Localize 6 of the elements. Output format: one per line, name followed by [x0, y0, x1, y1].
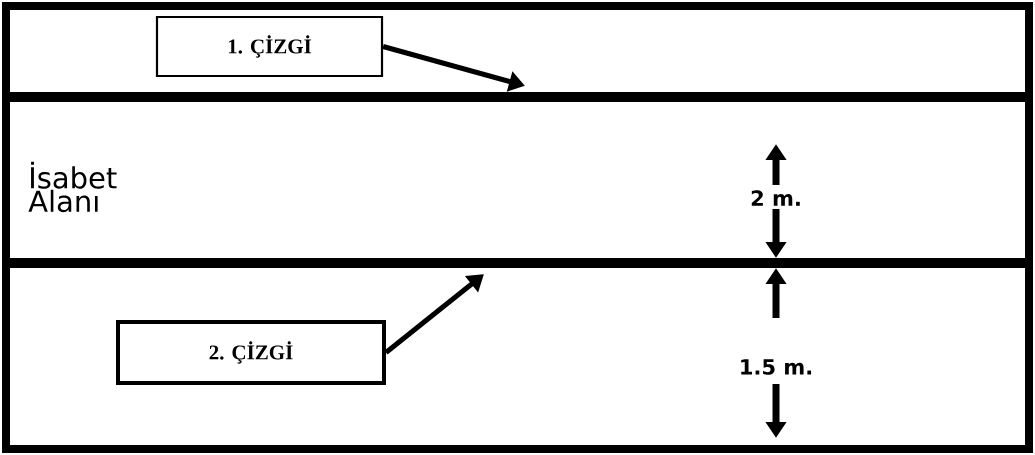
dimension-label: 1.5 m.: [741, 359, 812, 375]
dimension-label: 2 m.: [751, 190, 800, 206]
arrow: [384, 274, 484, 355]
label-box: 2. ÇİZGİ: [116, 320, 386, 385]
area-label: İsabet Alanı: [28, 161, 117, 213]
label-box: 1. ÇİZGİ: [155, 15, 384, 78]
